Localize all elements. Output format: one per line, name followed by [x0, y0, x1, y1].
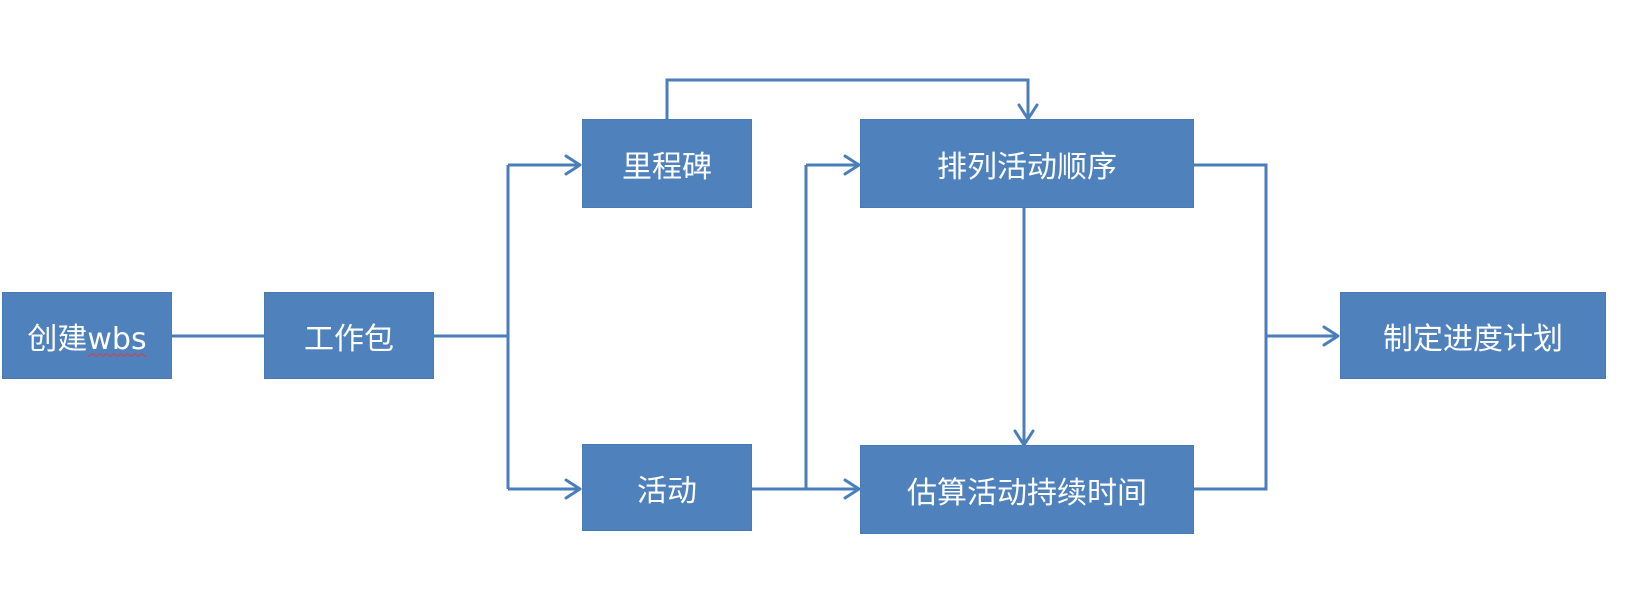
node-activity: 活动 [582, 444, 752, 531]
edge-sequence-to-merge [1192, 163, 1268, 491]
node-create-wbs-label: 创建wbs [27, 321, 147, 357]
node-milestone-label: 里程碑 [622, 149, 712, 185]
arrowhead-sequence-left [843, 154, 861, 176]
node-sequence-activities: 排列活动顺序 [860, 119, 1194, 208]
node-milestone: 里程碑 [582, 119, 752, 208]
wbs-spellcheck-word: wbs [87, 321, 147, 357]
arrowhead-estimate-left [843, 478, 861, 500]
node-work-package-label: 工作包 [304, 321, 394, 357]
node-develop-schedule: 制定进度计划 [1340, 292, 1606, 379]
node-develop-schedule-label: 制定进度计划 [1383, 321, 1563, 357]
node-create-wbs: 创建wbs [2, 292, 172, 379]
node-estimate-durations: 估算活动持续时间 [860, 445, 1194, 534]
arrowhead-schedule [1322, 325, 1340, 347]
node-estimate-durations-label: 估算活动持续时间 [907, 475, 1147, 511]
node-work-package: 工作包 [264, 292, 434, 379]
node-activity-label: 活动 [637, 473, 697, 509]
arrowhead-milestone [564, 154, 582, 176]
node-sequence-activities-label: 排列活动顺序 [937, 149, 1117, 185]
arrowhead-activity [564, 478, 582, 500]
edge-milestone-to-sequence [665, 78, 1030, 119]
